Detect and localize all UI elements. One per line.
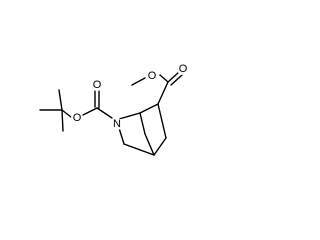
bond-ring-c5-c6 (157, 103, 167, 139)
bond-tbutyl-methyl-down (61, 109, 64, 132)
atom-n-ring: N (111, 118, 123, 130)
bond-o-tbutyl (61, 109, 72, 118)
atom-o-carbonyl-ester-label: O (179, 63, 188, 75)
bond-ester-carbonyl-b (170, 74, 183, 86)
atom-n-ring-label: N (113, 118, 121, 130)
molecule-structure: O O O O N (39, 63, 189, 156)
bond-n-carbamate (96, 107, 113, 119)
bond-ring-c7-c4 (144, 133, 155, 156)
bond-ring-c6-c1 (139, 103, 159, 114)
bond-ring-c1-c7 (139, 112, 146, 135)
bond-o-ester-carbon (159, 74, 169, 83)
bond-ring-n-c3 (118, 127, 125, 145)
bond-ring-c4-c5 (153, 137, 167, 156)
structure-canvas: O O O O N (39, 63, 189, 156)
bond-ester-to-ring (157, 81, 169, 105)
bond-ring-c3-c4 (123, 143, 155, 156)
atom-o-ether-ester: O (146, 70, 158, 82)
bond-tbutyl-methyl-up (58, 89, 63, 111)
bond-carbamate-o (82, 107, 98, 116)
atom-o-carbonyl-ester: O (177, 63, 189, 75)
atom-o-ether-boc-label: O (73, 112, 82, 124)
atom-o-ether-ester-label: O (148, 70, 157, 82)
atom-o-carbonyl-boc-label: O (93, 79, 102, 91)
atom-o-ether-boc: O (71, 112, 83, 124)
bond-ring-c1-n (118, 112, 141, 120)
atom-o-carbonyl-boc: O (91, 79, 103, 91)
bond-ester-carbonyl-a (167, 71, 180, 83)
bond-methyl-o (131, 77, 146, 86)
